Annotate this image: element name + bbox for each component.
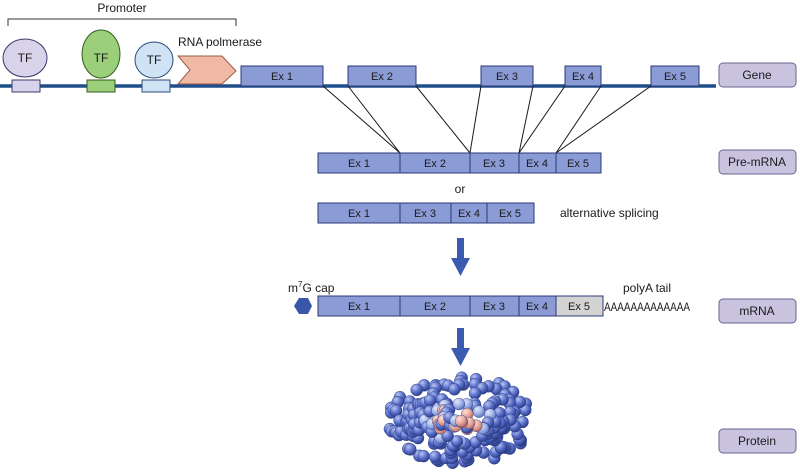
exon-label: Ex 1 (348, 158, 370, 170)
gene-exon-1: Ex 1 (240, 65, 324, 87)
mrna-strand: Ex 1 Ex 2 Ex 3 Ex 4 Ex 5 (317, 295, 604, 317)
cap-label: m7G cap (288, 280, 335, 295)
transcription-factor-3: TF (134, 41, 174, 93)
pre-mrna-strand: Ex 1 Ex 2 Ex 3 Ex 4 Ex 5 (317, 152, 602, 174)
protein-residue (452, 397, 466, 411)
protein-residue (410, 383, 423, 397)
arrow-down-icon (451, 238, 470, 276)
protein-residue (454, 414, 468, 428)
cap-hexagon-icon (294, 298, 312, 314)
exon-label: Ex 4 (458, 208, 480, 220)
tf-label: TF (94, 51, 109, 65)
stage-label: Gene (742, 68, 772, 82)
exon-label: Ex 3 (483, 301, 505, 313)
exon-label: Ex 2 (371, 71, 393, 83)
gene-exon-4: Ex 4 (564, 65, 602, 87)
exon-label: Ex 4 (526, 301, 548, 313)
protein-residue (417, 449, 430, 463)
exon-label: Ex 2 (424, 158, 446, 170)
exon-label: Ex 1 (348, 301, 370, 313)
exon-label: Ex 1 (348, 208, 370, 220)
tf-label: TF (18, 51, 33, 65)
exon-label: Ex 4 (572, 71, 594, 83)
alternative-splicing-label: alternative splicing (560, 206, 659, 220)
alternative-spliced-strand: Ex 1 Ex 3 Ex 4 Ex 5 (317, 202, 535, 224)
promoter-label: Promoter (97, 1, 146, 15)
rna-polymerase-shape (176, 55, 237, 85)
protein-residue (404, 443, 417, 456)
exon-label: Ex 2 (424, 301, 446, 313)
promoter-bracket (7, 18, 237, 26)
polya-sequence: AAAAAAAAAAAAA (604, 300, 690, 314)
stage-label: mRNA (739, 304, 774, 318)
protein-residue (468, 387, 482, 400)
protein-residue (428, 450, 442, 463)
exon-label: Ex 3 (483, 158, 505, 170)
folded-protein (383, 371, 532, 469)
splicing-lines (322, 85, 652, 154)
transcription-factor-1: TF (2, 38, 48, 93)
protein-residue (472, 405, 486, 418)
stage-label: Pre-mRNA (728, 155, 786, 169)
arrow-down-icon (451, 328, 470, 366)
gene-exon-3: Ex 3 (480, 65, 534, 87)
exon-label: Ex 3 (496, 71, 518, 83)
exon-label: Ex 3 (414, 208, 436, 220)
or-label: or (455, 182, 466, 196)
exon-label: Ex 5 (567, 158, 589, 170)
stage-pre-mrna: Pre-mRNA (718, 149, 797, 175)
stage-mrna: mRNA (718, 298, 797, 324)
exon-label: Ex 1 (271, 71, 293, 83)
exon-label: Ex 5 (568, 301, 590, 313)
rna-polymerase-label: RNA polmerase (178, 35, 262, 49)
exon-label: Ex 5 (499, 208, 521, 220)
protein-residue (423, 394, 437, 407)
gene-exon-5: Ex 5 (650, 65, 700, 87)
polya-tail-label: polyA tail (623, 281, 671, 295)
exon-label: Ex 4 (526, 158, 548, 170)
exon-label: Ex 5 (664, 71, 686, 83)
protein-residue (450, 435, 464, 448)
tf-label: TF (147, 53, 162, 67)
stage-gene: Gene (718, 62, 797, 88)
stage-protein: Protein (718, 428, 797, 454)
protein-residue (448, 383, 461, 396)
stage-label: Protein (738, 434, 776, 448)
transcription-factor-2: TF (81, 29, 121, 93)
gene-exon-2: Ex 2 (347, 65, 417, 87)
